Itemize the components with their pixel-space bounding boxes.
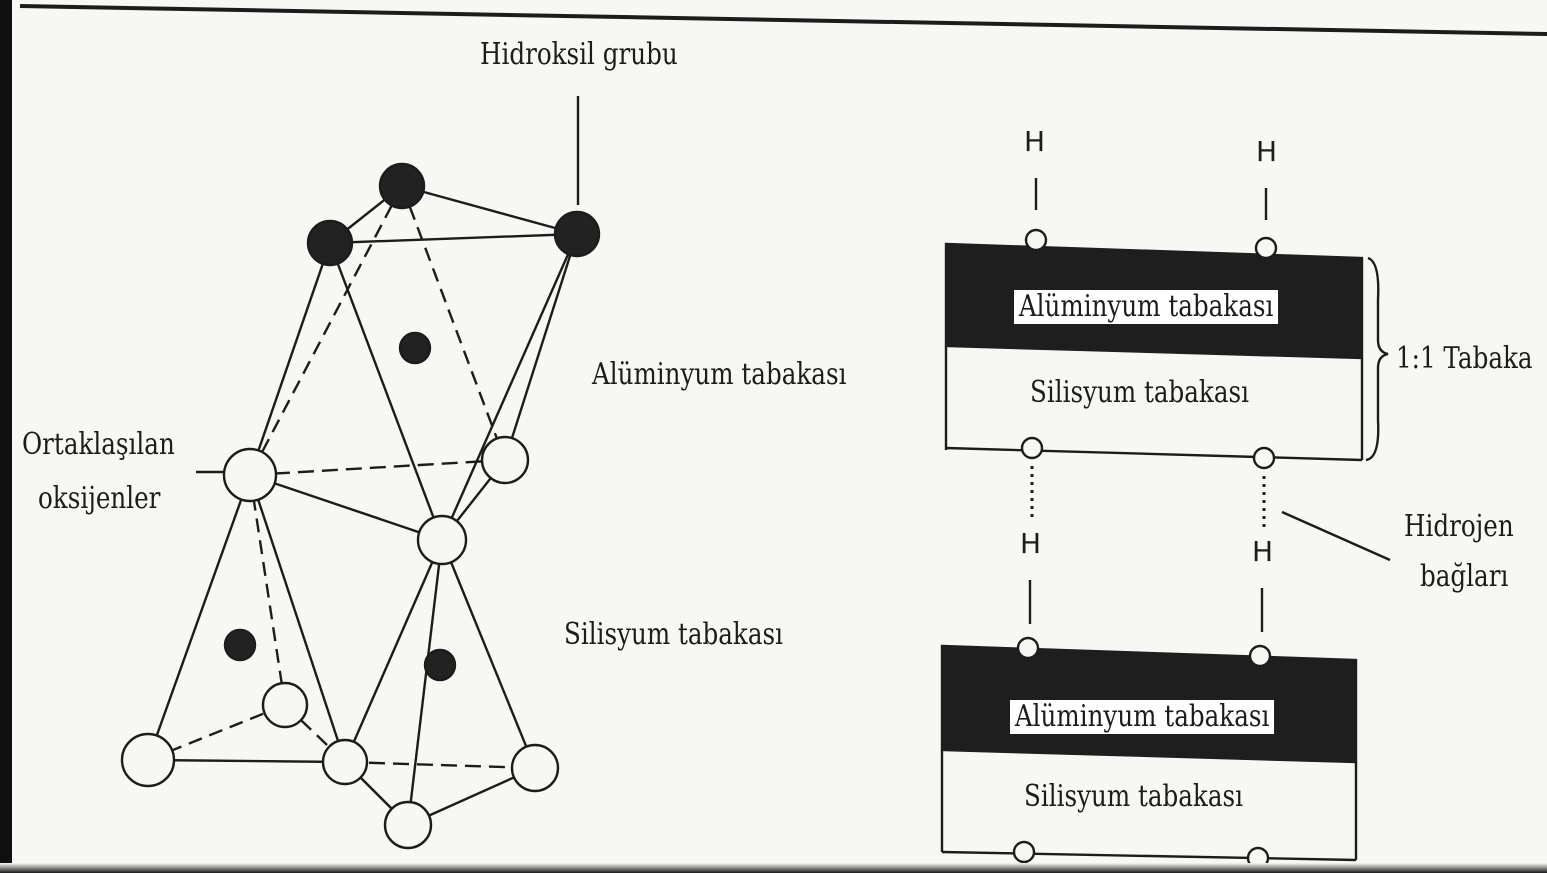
left-frame-edge xyxy=(0,0,12,873)
bottom-silicon-layer-label: Silisyum tabakası xyxy=(1024,779,1244,814)
oxygen-atom xyxy=(120,732,176,788)
oxygen-atom xyxy=(321,738,369,786)
hydroxyl-atom xyxy=(378,162,426,210)
hydrogen-bonds-label-line1: Hidrojen xyxy=(1404,509,1514,544)
bond-line xyxy=(440,539,537,769)
oxygen-atom xyxy=(1248,644,1272,668)
bond-line xyxy=(248,242,332,476)
bond-line xyxy=(146,474,252,761)
top-aluminum-layer-label: Alüminyum tabakası xyxy=(1014,290,1279,324)
hydrogen-symbol: H xyxy=(1024,125,1046,158)
oxygen-atom xyxy=(1024,228,1048,252)
shared-oxygen-atom xyxy=(222,447,278,503)
top-silicon-layer-label: Silisyum tabakası xyxy=(1030,375,1250,410)
hydrogen-bonds-leader-line xyxy=(1281,510,1391,562)
shared-oxygen-atom xyxy=(416,514,468,566)
bottom-frame-edge xyxy=(0,863,1547,873)
bond-line xyxy=(329,232,578,245)
oxygen-atom xyxy=(510,743,560,793)
hydroxyl-atom xyxy=(306,219,354,267)
oxygen-base-line-top xyxy=(945,446,1363,462)
oxygen-atom xyxy=(261,681,309,729)
bond-line xyxy=(503,233,579,461)
bond-line xyxy=(249,473,443,542)
bottom-aluminum-layer-label: Alüminyum tabakası xyxy=(1010,700,1275,734)
silicon-atom xyxy=(223,628,257,662)
silicon-band-top xyxy=(944,346,1364,460)
hydrogen-symbol: H xyxy=(1252,535,1274,568)
aluminum-layer-label: Alüminyum tabakası xyxy=(592,357,847,392)
atoms xyxy=(120,162,601,850)
hidden-edge xyxy=(248,185,404,476)
oxygen-atom xyxy=(1252,446,1276,470)
bond-line xyxy=(406,539,444,826)
silicon-layer-label: Silisyum tabakası xyxy=(564,617,784,652)
oxygen-atom xyxy=(1254,236,1278,260)
hidden-edge xyxy=(344,760,536,770)
oxygen-atom xyxy=(1016,636,1040,660)
top-border-line xyxy=(19,4,1547,36)
hidden-edge xyxy=(248,474,287,706)
aluminum-atom xyxy=(398,331,432,365)
hydrogen-symbol: H xyxy=(1020,527,1042,560)
oxygen-atom xyxy=(383,800,433,850)
bond-line xyxy=(440,233,579,541)
hidden-edge xyxy=(249,458,506,477)
hydroxyl-atom xyxy=(553,210,601,258)
shared-oxygens-label-line1: Ortaklaşılan xyxy=(22,427,175,462)
bond-line xyxy=(328,242,444,541)
oxygen-atom xyxy=(1012,840,1036,864)
silicon-atom xyxy=(423,648,457,682)
silicon-band-bottom xyxy=(940,750,1358,860)
hydroxyl-group-label: Hidroksil grubu xyxy=(480,37,678,72)
oxygen-atom xyxy=(1020,436,1044,460)
bond-line xyxy=(248,474,347,763)
bond-line xyxy=(401,184,578,236)
oxygen-atom xyxy=(480,435,530,485)
hydrogen-symbol: H xyxy=(1256,135,1278,168)
bond-line xyxy=(343,539,444,763)
hydrogen-bonds-label-line2: bağları xyxy=(1420,559,1509,594)
shared-oxygens-label-line2: oksijenler xyxy=(38,481,161,516)
hidden-edge xyxy=(400,185,507,461)
bond-line xyxy=(147,758,346,764)
layer-bracket xyxy=(1365,256,1389,462)
layer-schematic xyxy=(940,178,1391,862)
oxygen-base-line-bottom xyxy=(941,850,1357,862)
layer-type-label: 1:1 Tabaka xyxy=(1396,341,1533,376)
